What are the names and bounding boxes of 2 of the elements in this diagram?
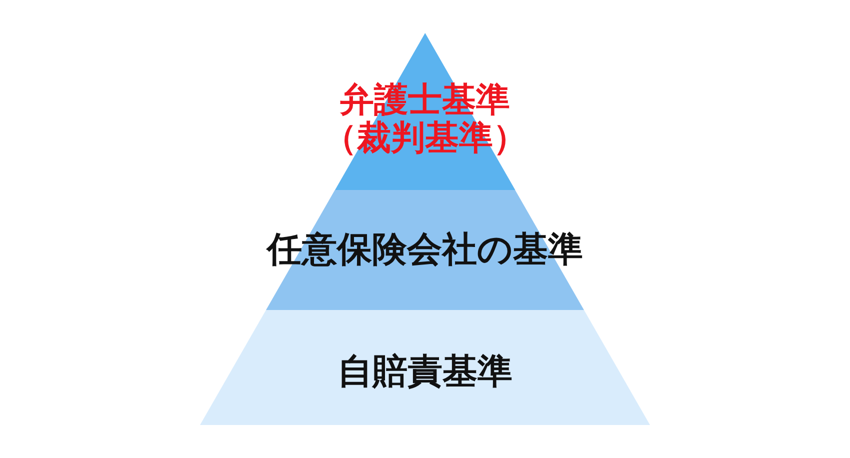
tier-label: 任意保険会社の基準 xyxy=(266,231,583,269)
tier-label: 自賠責基準 xyxy=(338,353,512,391)
